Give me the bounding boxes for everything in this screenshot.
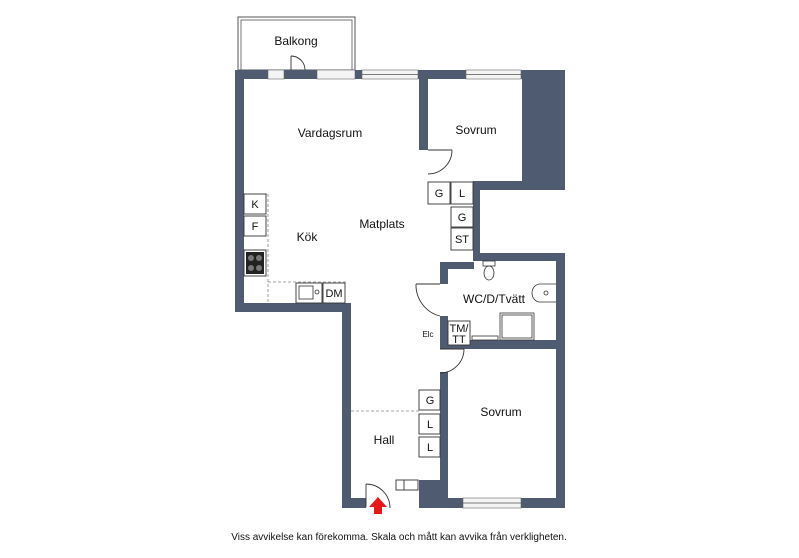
label-f: F: [252, 221, 259, 233]
toilet-icon: [483, 265, 495, 281]
room-label-hall: Hall: [374, 433, 395, 447]
closets: [418, 181, 474, 458]
room-label-kitchen: Kök: [297, 230, 319, 244]
disclaimer-text: Viss avvikelse kan förekomma. Skala och …: [231, 531, 567, 543]
walls: [235, 70, 565, 508]
label-l-hall-2: L: [427, 442, 433, 454]
room-label-balcony: Balkong: [274, 34, 317, 48]
red-arrow-entrance-icon: [369, 497, 387, 514]
kitchen-sink-icon: [298, 285, 320, 300]
label-tt: TT: [452, 334, 466, 346]
room-label-bedroom-top: Sovrum: [455, 123, 496, 137]
room-label-dining: Matplats: [359, 217, 404, 231]
label-st: ST: [455, 234, 469, 246]
bathroom-fixtures: [471, 260, 556, 341]
room-label-living: Vardagsrum: [298, 126, 362, 140]
label-g-mid: G: [458, 212, 467, 224]
window-lines: [362, 74, 521, 504]
room-label-bathroom: WC/D/Tvätt: [463, 292, 526, 306]
stove-icon: [246, 252, 264, 274]
label-g-hall: G: [426, 395, 435, 407]
label-elc: Elc: [422, 330, 433, 339]
label-k: K: [251, 199, 259, 211]
label-tm: TM/: [450, 323, 470, 335]
room-label-bedroom-bottom: Sovrum: [480, 405, 521, 419]
kitchen-units: [243, 193, 346, 304]
label-dm: DM: [325, 288, 342, 300]
label-l-top: L: [459, 188, 465, 200]
doors: [290, 55, 465, 509]
label-g-top: G: [435, 188, 444, 200]
toilet-tank: [482, 260, 496, 267]
label-l-hall-1: L: [427, 419, 433, 431]
